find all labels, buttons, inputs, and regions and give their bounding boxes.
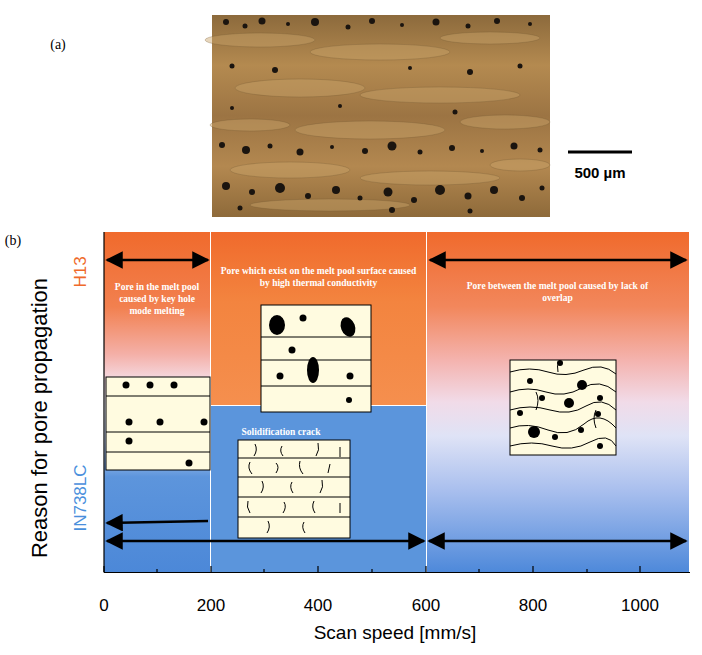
region-caption: Pore which exist on the melt pool surfac… [216, 266, 421, 290]
surface-pore-sketch [261, 305, 371, 412]
tick-label: 1000 [621, 596, 659, 616]
tick-label: 200 [197, 596, 225, 616]
tick-label: 800 [519, 596, 547, 616]
tick-label: 0 [99, 596, 108, 616]
region-caption: Solidification crack [226, 427, 336, 439]
region-caption: Pore in the melt pool caused by key hole… [107, 282, 207, 318]
alloy-label: H13 [71, 256, 91, 287]
axis-title: Reason for pore propagation [27, 278, 53, 558]
overlap-pore-sketch [510, 360, 616, 455]
panel-letter: (a) [50, 37, 66, 53]
panel-letter: (b) [5, 233, 21, 249]
tick-label: 400 [304, 596, 332, 616]
alloy-label: IN738LC [71, 464, 91, 531]
tick-label: 600 [412, 596, 440, 616]
scale-label: 500 µm [574, 164, 625, 181]
scale-bar [568, 151, 632, 154]
region-caption: Pore between the melt pool caused by lac… [465, 281, 650, 305]
axis-title: Scan speed [mm/s] [314, 622, 477, 644]
crack-sketch [238, 440, 350, 538]
keyhole-sketch [106, 377, 210, 470]
axes [104, 232, 690, 573]
